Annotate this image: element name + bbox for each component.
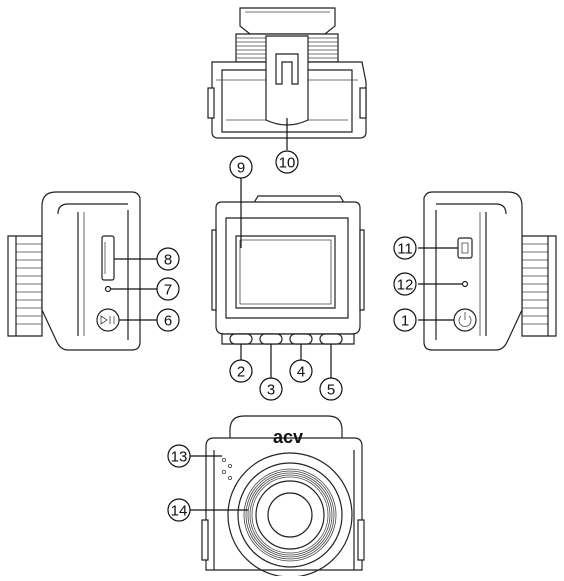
- callout-7: 7: [156, 277, 180, 301]
- callout-4: 4: [289, 359, 313, 383]
- callout-number: 7: [164, 282, 172, 299]
- callout-number: 9: [237, 160, 245, 177]
- callout-circle: [319, 377, 343, 401]
- callout-number: 14: [171, 503, 188, 520]
- callout-13: 13: [167, 444, 191, 468]
- callout-circle: [275, 150, 299, 174]
- callout-circle: [393, 236, 417, 260]
- top-view: [207, 7, 367, 150]
- sd-card-slot: [101, 235, 115, 281]
- callout-circle: [156, 277, 180, 301]
- callout-number: 10: [279, 155, 296, 172]
- callout-circle: [229, 155, 253, 179]
- callout-6: 6: [156, 308, 180, 332]
- reset-hole: [104, 285, 112, 293]
- play-button: [96, 308, 120, 332]
- callout-5: 5: [319, 377, 343, 401]
- callout-2: 2: [229, 359, 253, 383]
- callout-12: 12: [393, 272, 417, 296]
- callout-number: 2: [237, 364, 245, 381]
- callout-11: 11: [393, 236, 417, 260]
- callout-number: 1: [401, 313, 409, 330]
- callout-10: 10: [275, 150, 299, 174]
- callout-circle: [259, 377, 283, 401]
- callout-circle: [156, 247, 180, 271]
- callout-9: 9: [229, 155, 253, 179]
- speaker-grille: [221, 457, 232, 480]
- menu-button: [229, 333, 253, 345]
- callout-number: 13: [171, 449, 188, 466]
- callout-number: 5: [327, 382, 335, 399]
- callout-number: 12: [397, 277, 414, 294]
- microphone-hole: [461, 280, 469, 288]
- callout-number: 4: [297, 364, 305, 381]
- left-side-view: [7, 191, 158, 351]
- callout-3: 3: [259, 377, 283, 401]
- play-pause-icon: [100, 315, 115, 325]
- callout-number: 3: [267, 382, 275, 399]
- callout-circle: [289, 359, 313, 383]
- callout-number: 8: [164, 252, 172, 269]
- callout-circle: [167, 444, 191, 468]
- power-icon: [458, 312, 472, 327]
- callout-circle: [393, 308, 417, 332]
- front-view: [211, 178, 365, 378]
- ok-button: [319, 333, 343, 345]
- callout-14: 14: [167, 498, 191, 522]
- down-button: [289, 333, 313, 345]
- callout-number: 6: [164, 313, 172, 330]
- callout-circle: [229, 359, 253, 383]
- usb-port: [457, 237, 473, 259]
- callout-circle: [393, 272, 417, 296]
- right-side-view: [418, 191, 557, 351]
- callout-number: 11: [397, 241, 413, 258]
- callout-circle: [156, 308, 180, 332]
- up-button: [259, 333, 283, 345]
- callout-1: 1: [393, 308, 417, 332]
- lens-front-view: [190, 415, 365, 578]
- callout-8: 8: [156, 247, 180, 271]
- callout-circle: [167, 498, 191, 522]
- brand-logo: acv: [273, 427, 303, 447]
